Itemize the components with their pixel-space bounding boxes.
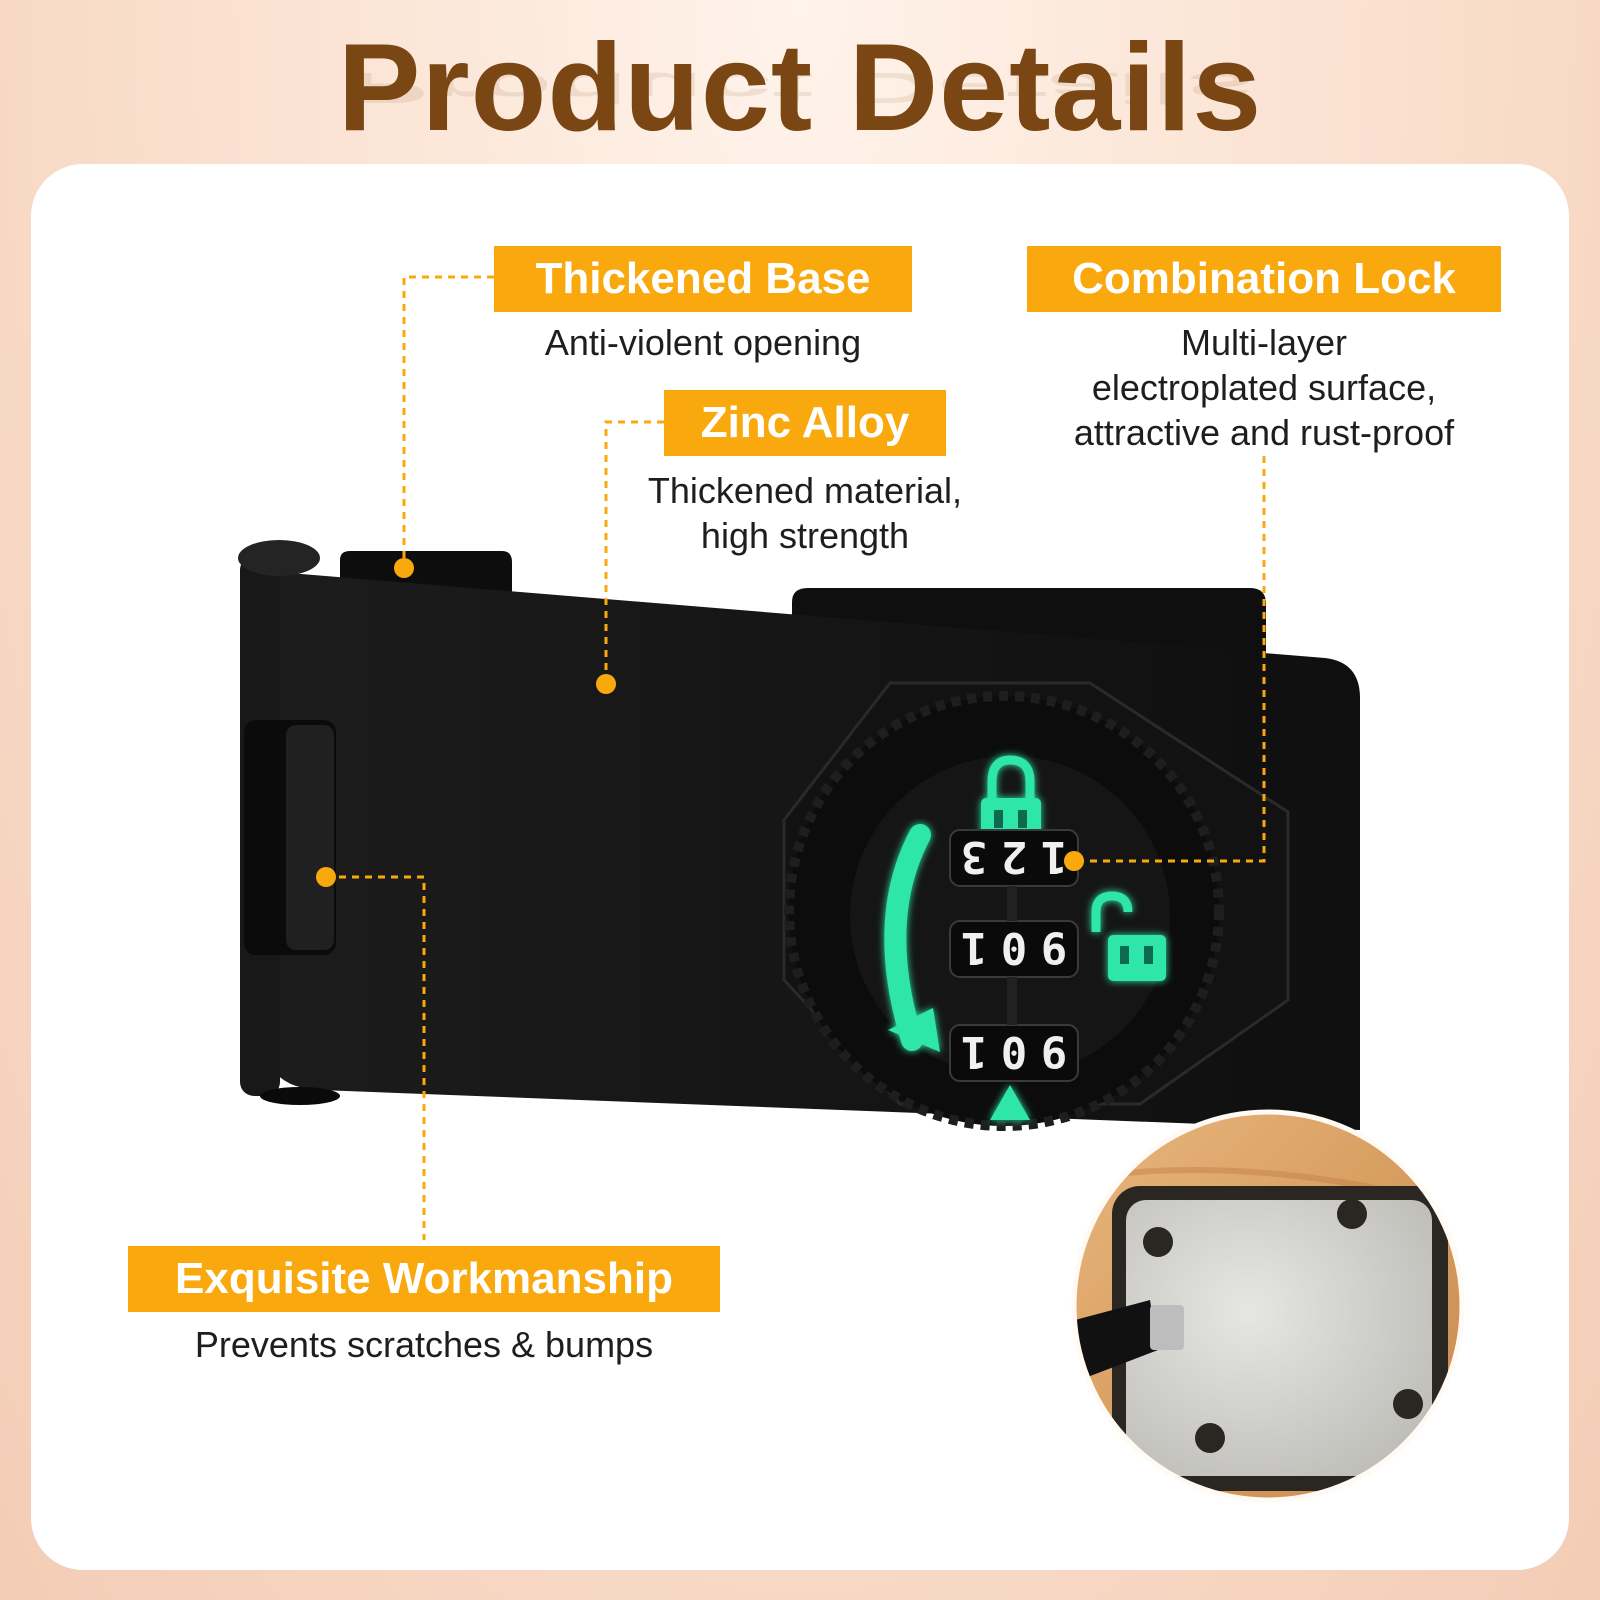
leader-zinc-alloy <box>604 420 664 682</box>
inset-mounting-plate-photo <box>1074 1112 1462 1500</box>
dot-zinc-alloy <box>596 674 616 694</box>
desc-combination-lock: Multi-layer electroplated surface, attra… <box>1027 320 1501 455</box>
dot-exquisite-workmanship <box>316 867 336 887</box>
hinge-cap <box>238 540 320 576</box>
dial-wheels <box>949 829 1079 1082</box>
dot-combination-lock <box>1064 851 1084 871</box>
dial-3-digit-2: 0 <box>1001 1026 1028 1077</box>
tag-combination-lock: Combination Lock <box>1027 246 1501 312</box>
desc-line: Thickened material, <box>647 470 963 511</box>
tag-zinc-alloy: Zinc Alloy <box>664 390 946 456</box>
rotate-arrow-icon <box>884 824 931 1051</box>
dial-2-digit-3: 9 <box>1041 922 1068 973</box>
dial-2-digit-2: 0 <box>1001 922 1028 973</box>
dial-2-digit-1: 1 <box>961 922 988 973</box>
dial-3-digit-3: 9 <box>1041 1026 1068 1077</box>
dial-1-digit-2: 2 <box>1001 831 1028 882</box>
desc-line: attractive and rust-proof <box>1073 412 1455 453</box>
dial-3-digit-1: 1 <box>961 1026 988 1077</box>
leader-thickened-base <box>402 275 494 566</box>
dial-1-digit-3: 1 <box>1041 831 1068 882</box>
dial-1-digit-1: 3 <box>961 831 988 882</box>
desc-line: Multi-layer <box>1180 322 1348 363</box>
leader-combination-lock <box>1070 456 1266 863</box>
leader-exquisite-workmanship <box>326 875 426 1240</box>
desc-thickened-base: Anti-violent opening <box>494 320 912 365</box>
desc-line: high strength <box>700 515 910 556</box>
desc-line: Anti-violent opening <box>544 322 862 363</box>
tag-thickened-base: Thickened Base <box>494 246 912 312</box>
desc-line: electroplated surface, <box>1091 367 1437 408</box>
desc-line: Prevents scratches & bumps <box>194 1324 654 1365</box>
pointer-triangle-icon <box>990 1085 1030 1120</box>
page-title: Product Details <box>337 19 1263 157</box>
desc-zinc-alloy: Thickened material, high strength <box>600 468 1010 558</box>
desc-exquisite-workmanship: Prevents scratches & bumps <box>128 1322 720 1367</box>
tag-exquisite-workmanship: Exquisite Workmanship <box>128 1246 720 1312</box>
unlocked-padlock-icon <box>1091 891 1166 981</box>
dot-thickened-base <box>394 558 414 578</box>
